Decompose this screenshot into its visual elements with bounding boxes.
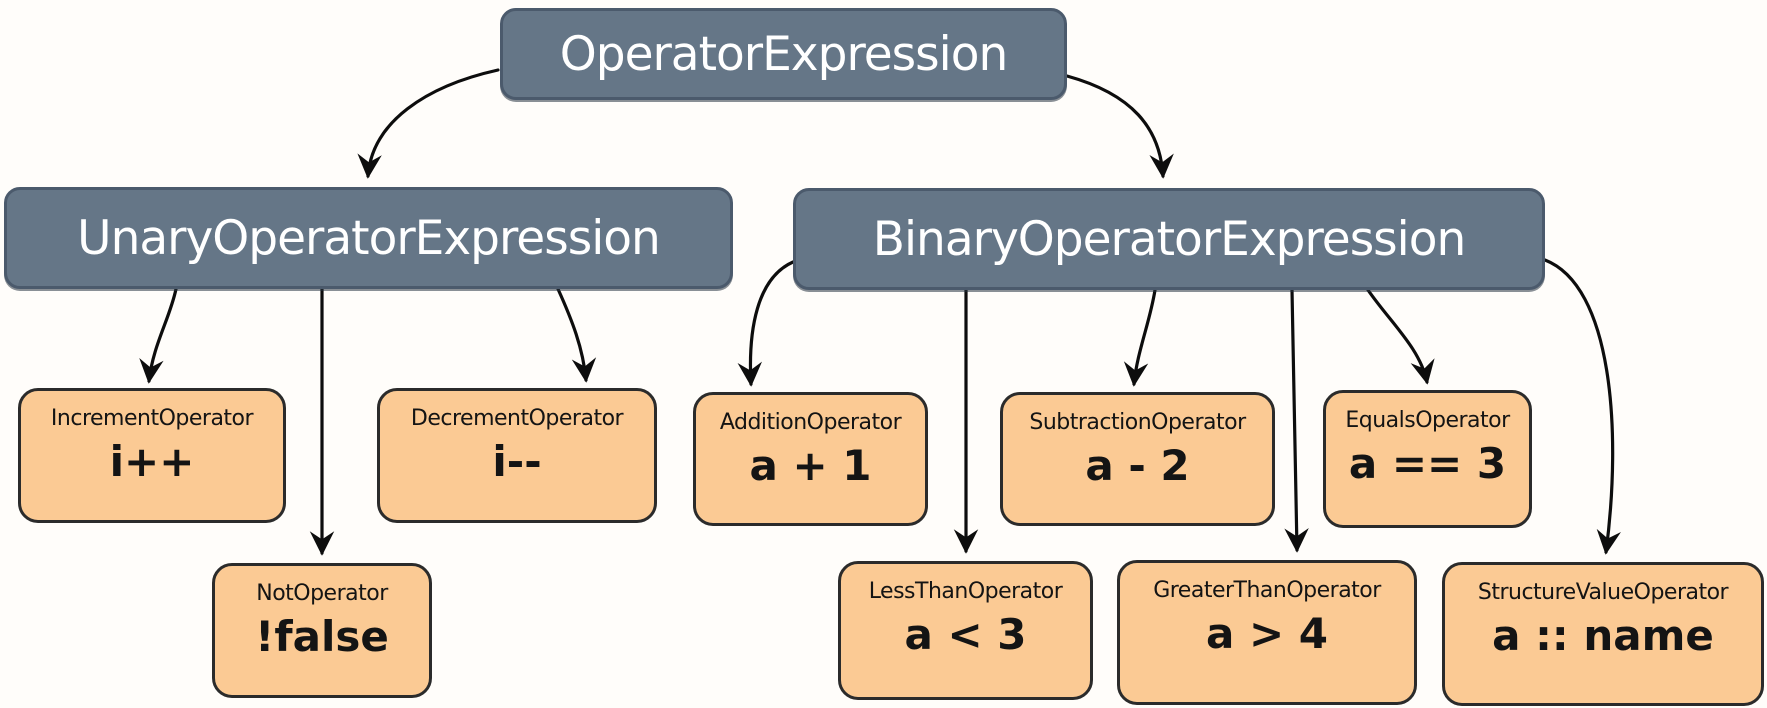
node-label: AdditionOperator: [719, 410, 902, 435]
node-not-operator: NotOperator !false: [212, 563, 432, 698]
node-increment-operator: IncrementOperator i++: [18, 388, 286, 523]
node-example-code: a - 2: [1085, 441, 1190, 491]
node-label: SubtractionOperator: [1029, 410, 1246, 435]
edge-binary-to-greaterthan: [1284, 288, 1309, 553]
edge-unary-to-increment: [139, 287, 178, 384]
node-label: OperatorExpression: [559, 26, 1009, 82]
node-label: UnaryOperatorExpression: [77, 210, 661, 266]
node-operator-expression: OperatorExpression: [500, 8, 1067, 100]
edge-binary-to-structurevalue: [1543, 258, 1621, 555]
node-binary-operator-expression: BinaryOperatorExpression: [793, 188, 1545, 290]
node-decrement-operator: DecrementOperator i--: [377, 388, 657, 523]
node-less-than-operator: LessThanOperator a < 3: [838, 561, 1093, 700]
node-equals-operator: EqualsOperator a == 3: [1323, 390, 1532, 528]
node-example-code: i++: [109, 437, 195, 487]
node-label: BinaryOperatorExpression: [872, 211, 1467, 267]
node-label: EqualsOperator: [1345, 408, 1510, 433]
node-label: DecrementOperator: [410, 406, 624, 431]
node-example-code: a == 3: [1348, 439, 1507, 489]
node-example-code: a + 1: [749, 441, 872, 491]
edge-binary-to-subtraction: [1123, 288, 1157, 387]
node-unary-operator-expression: UnaryOperatorExpression: [4, 187, 733, 289]
node-example-code: a > 4: [1205, 609, 1328, 659]
edge-binary-to-addition: [737, 260, 795, 387]
node-example-code: a < 3: [904, 610, 1027, 660]
node-label: NotOperator: [256, 581, 388, 606]
node-label: GreaterThanOperator: [1153, 578, 1381, 603]
node-example-code: !false: [255, 612, 389, 662]
node-greater-than-operator: GreaterThanOperator a > 4: [1117, 560, 1417, 705]
edge-unary-to-decrement: [556, 287, 597, 383]
node-subtraction-operator: SubtractionOperator a - 2: [1000, 392, 1275, 526]
node-example-code: a :: name: [1492, 611, 1714, 661]
node-structure-value-operator: StructureValueOperator a :: name: [1442, 562, 1764, 706]
edge-root-to-unary: [357, 68, 500, 179]
node-label: StructureValueOperator: [1477, 580, 1729, 605]
node-label: IncrementOperator: [50, 406, 254, 431]
node-label: LessThanOperator: [868, 579, 1063, 604]
edge-binary-to-equals: [1366, 288, 1435, 385]
edge-root-to-binary: [1065, 74, 1174, 179]
node-addition-operator: AdditionOperator a + 1: [693, 392, 928, 526]
node-example-code: i--: [492, 437, 542, 487]
